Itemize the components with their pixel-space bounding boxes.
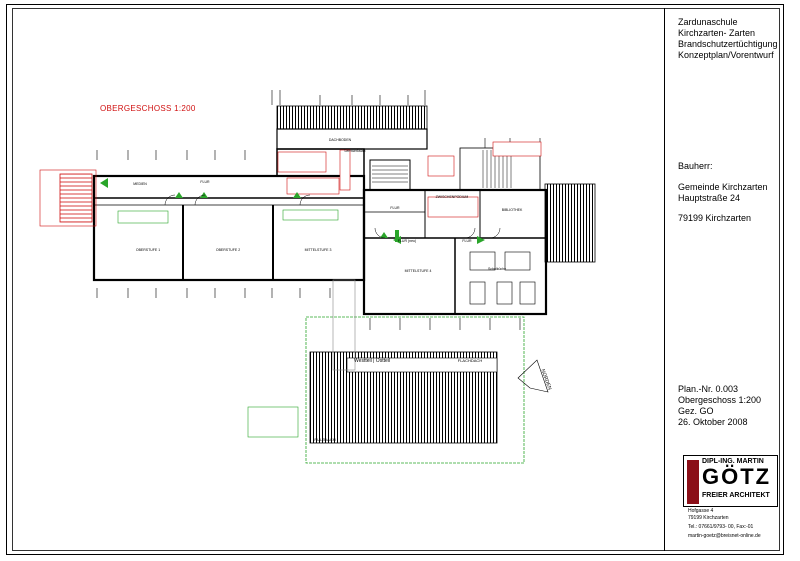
client-city: 79199 Kirchzarten <box>678 213 752 223</box>
project-subject: Brandschutzertüchtigung <box>678 39 778 49</box>
north-arrow-icon <box>517 359 549 393</box>
stairs-mid <box>372 165 408 183</box>
project-phase: Konzeptplan/Vorentwurf <box>678 50 774 60</box>
green-note-3 <box>247 406 299 438</box>
escape-arrows <box>100 178 485 244</box>
axis-grid-bottom <box>96 288 521 330</box>
door-swings <box>164 194 501 239</box>
room-label: FLUR <box>462 239 472 243</box>
logo-name: GÖTZ <box>702 464 772 489</box>
room-label: Schulküche <box>488 267 506 271</box>
architect-city: 79199 Kirchzarten <box>688 515 729 521</box>
room-label: MEDIEN <box>133 182 147 186</box>
building-walls <box>92 147 548 316</box>
logo-top-text: DIPL-ING. MARTIN <box>702 458 764 465</box>
architect-logo: DIPL-ING. MARTIN GÖTZ FREIER ARCHITEKT <box>683 455 778 507</box>
roof-label: PULTDACH <box>314 437 335 442</box>
room-label: OBERSTUFE 2 <box>216 248 240 252</box>
client-street: Hauptstraße 24 <box>678 193 741 203</box>
sheet-frame <box>6 4 784 555</box>
title-block-divider <box>664 8 665 551</box>
room-label: MITTELSTUFE 4 <box>405 269 432 273</box>
logo-bar <box>687 460 699 504</box>
room-label: Lernwerkstatt <box>344 149 365 153</box>
floor-plan: OBERSTUFE 1 OBERSTUFE 2 MITTELSTUFE 3 MI… <box>39 90 596 464</box>
plan-number: Plan.-Nr. 0.003 <box>678 384 739 394</box>
green-note-1 <box>117 210 169 224</box>
escape-stair <box>59 173 93 223</box>
plan-date: 26. Oktober 2008 <box>678 417 748 427</box>
floor-title: OBERGESCHOSS 1:200 <box>100 104 196 113</box>
room-label: OBERSTUFE 1 <box>136 248 160 252</box>
roof-top-hatch <box>276 105 428 130</box>
project-name: Zardunaschule <box>678 17 738 27</box>
architect-phone: Tel.: 07661/9793- 00, Fax:-01 <box>688 524 754 530</box>
room-label: BIBLIOTHEK <box>502 208 523 212</box>
room-label: MITTELSTUFE 3 <box>305 248 332 252</box>
room-label: FLUR <box>200 180 210 184</box>
drawn-by: Gez. GO <box>678 406 714 416</box>
connector-walk <box>332 279 356 371</box>
architect-address: Hofgasse 4 <box>688 508 714 514</box>
dachboden-room <box>276 128 428 150</box>
roof-right-hatch <box>544 183 596 263</box>
kitchen-furniture <box>469 251 536 305</box>
green-note-2 <box>282 209 339 221</box>
room-label: ZWISCHENPODIUM <box>436 195 469 199</box>
escape-stair-outline <box>39 169 97 227</box>
building-part-label: Westteil | Ostteil <box>354 358 390 364</box>
logo-bottom-text: FREIER ARCHITEKT <box>702 492 770 499</box>
fire-notes <box>277 141 542 218</box>
stairs-right <box>482 150 512 188</box>
room-label: DACHBODEN <box>329 138 352 142</box>
client-label: Bauherr: <box>678 161 713 171</box>
plan-description: Obergeschoss 1:200 <box>678 395 762 405</box>
architect-email: martin-goetz@breisnet-online.de <box>688 533 761 539</box>
flachdach-strip <box>346 357 498 373</box>
site-boundary <box>305 316 525 464</box>
client-name: Gemeinde Kirchzarten <box>678 182 768 192</box>
north-label: NORDEN <box>539 368 552 391</box>
roof-label: FLACHDACH <box>458 358 483 363</box>
room-label: FLUR <box>390 206 400 210</box>
room-label: FLUR (neu) <box>398 239 416 243</box>
project-location: Kirchzarten- Zarten <box>678 28 756 38</box>
drawing-frame <box>12 8 780 551</box>
